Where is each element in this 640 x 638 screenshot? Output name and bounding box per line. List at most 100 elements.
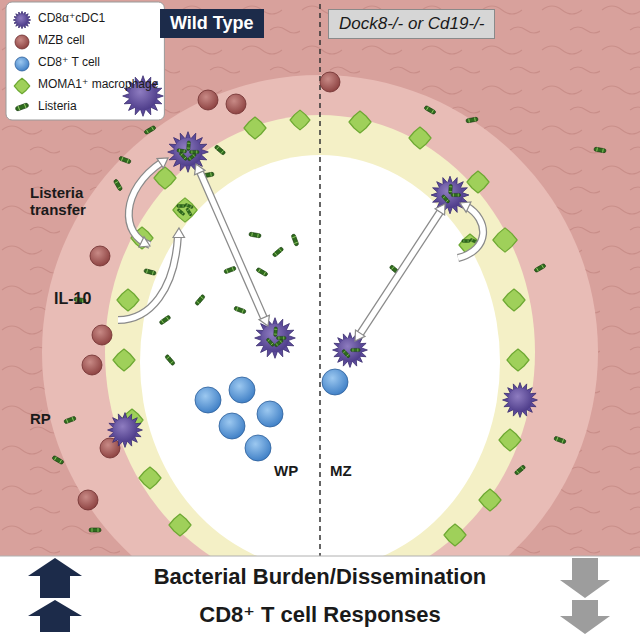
macrophage	[499, 429, 521, 451]
listeria-band	[542, 265, 544, 268]
macrophage-body	[169, 514, 191, 536]
listeria-body	[514, 465, 526, 476]
listeria-band	[458, 193, 459, 196]
panel-border	[0, 556, 640, 557]
listeria-band	[276, 343, 278, 345]
listeria-band	[236, 307, 237, 311]
listeria	[266, 338, 275, 347]
legend-label: MOMA1⁺ macrophage	[38, 78, 158, 92]
mzb-cell	[90, 246, 110, 266]
arrow-outline	[360, 212, 440, 334]
arrow-shaft	[458, 206, 483, 258]
listeria-body	[234, 306, 247, 314]
listeria-band	[449, 186, 452, 187]
listeria-band	[449, 191, 452, 192]
listeria-band	[280, 340, 282, 342]
listeria-band	[189, 157, 191, 159]
listeria-band	[274, 334, 277, 335]
listeria-band	[279, 249, 282, 252]
listeria-body	[144, 125, 156, 134]
macrophage	[290, 110, 310, 130]
listeria-band	[463, 240, 464, 243]
macrophage-body	[349, 111, 371, 133]
listeria-body	[52, 455, 64, 464]
cdc1-cell	[255, 318, 296, 359]
listeria-band	[471, 239, 473, 242]
listeria-band	[257, 234, 259, 238]
listeria-body	[449, 184, 453, 194]
cdc1-body	[174, 138, 202, 166]
spleen-section	[0, 0, 640, 556]
macrophage	[493, 228, 517, 252]
macrophage	[467, 171, 489, 193]
listeria	[342, 349, 351, 358]
listeria-band	[152, 127, 154, 130]
listeria-body	[272, 247, 284, 258]
arrow-head	[173, 228, 184, 238]
cdc1-dendrites	[108, 413, 143, 448]
mzb-body	[100, 438, 120, 458]
listeria-band	[184, 157, 186, 159]
macrophage	[507, 349, 529, 371]
t-cell	[229, 377, 255, 403]
listeria	[179, 152, 188, 161]
t-cell-body	[322, 369, 348, 395]
macrophage	[479, 489, 501, 511]
down-arrow	[560, 558, 610, 598]
listeria-body	[185, 203, 194, 209]
listeria	[466, 117, 479, 123]
listeria-band	[258, 269, 260, 272]
listeria-band	[596, 148, 598, 152]
listeria-band	[343, 351, 345, 353]
legend-label: Listeria	[38, 100, 77, 114]
mzb-cell	[198, 90, 218, 110]
listeria-band	[187, 148, 190, 149]
t-cell-body	[245, 435, 271, 461]
listeria-band	[446, 200, 448, 202]
arrow-head	[259, 315, 269, 326]
listeria-band	[232, 267, 233, 271]
listeria-band	[242, 309, 243, 313]
listeria-body	[119, 156, 132, 164]
listeria	[165, 354, 176, 366]
mzb-cell	[92, 325, 112, 345]
listeria-band	[536, 268, 538, 271]
listeria-band	[193, 154, 195, 156]
listeria-body	[274, 339, 283, 348]
cdc1-dendrites	[168, 132, 209, 173]
listeria	[52, 455, 64, 464]
listeria	[594, 147, 607, 153]
listeria-band	[92, 528, 93, 532]
region-label: RP	[30, 410, 51, 427]
listeria-band	[210, 173, 212, 177]
listeria	[451, 193, 461, 196]
listeria	[89, 528, 101, 532]
legend-label: CD8⁺ T cell	[38, 56, 100, 70]
macrophage	[117, 289, 139, 311]
listeria	[272, 247, 284, 258]
region-label: IL-10	[54, 290, 91, 308]
legend-box	[6, 2, 164, 120]
listeria-body	[594, 147, 607, 153]
arrow-head	[157, 158, 168, 168]
listeria	[195, 294, 206, 306]
listeria	[234, 306, 247, 314]
listeria-body	[451, 193, 461, 196]
listeria-band	[196, 150, 197, 153]
listeria-band	[187, 143, 190, 144]
region-label: MZ	[330, 462, 352, 479]
listeria	[424, 105, 436, 114]
t-cell	[219, 413, 245, 439]
listeria-band	[152, 271, 153, 275]
arrow-shaft	[200, 172, 264, 318]
listeria-body	[466, 117, 479, 123]
cdc1-dendrites	[255, 318, 296, 359]
listeria-body	[186, 208, 193, 217]
listeria-body	[165, 354, 176, 366]
listeria	[249, 232, 262, 238]
arrow-outline	[118, 235, 178, 320]
cdc1-body	[113, 418, 137, 442]
t-cell-body	[195, 387, 221, 413]
listeria-band	[189, 213, 191, 214]
